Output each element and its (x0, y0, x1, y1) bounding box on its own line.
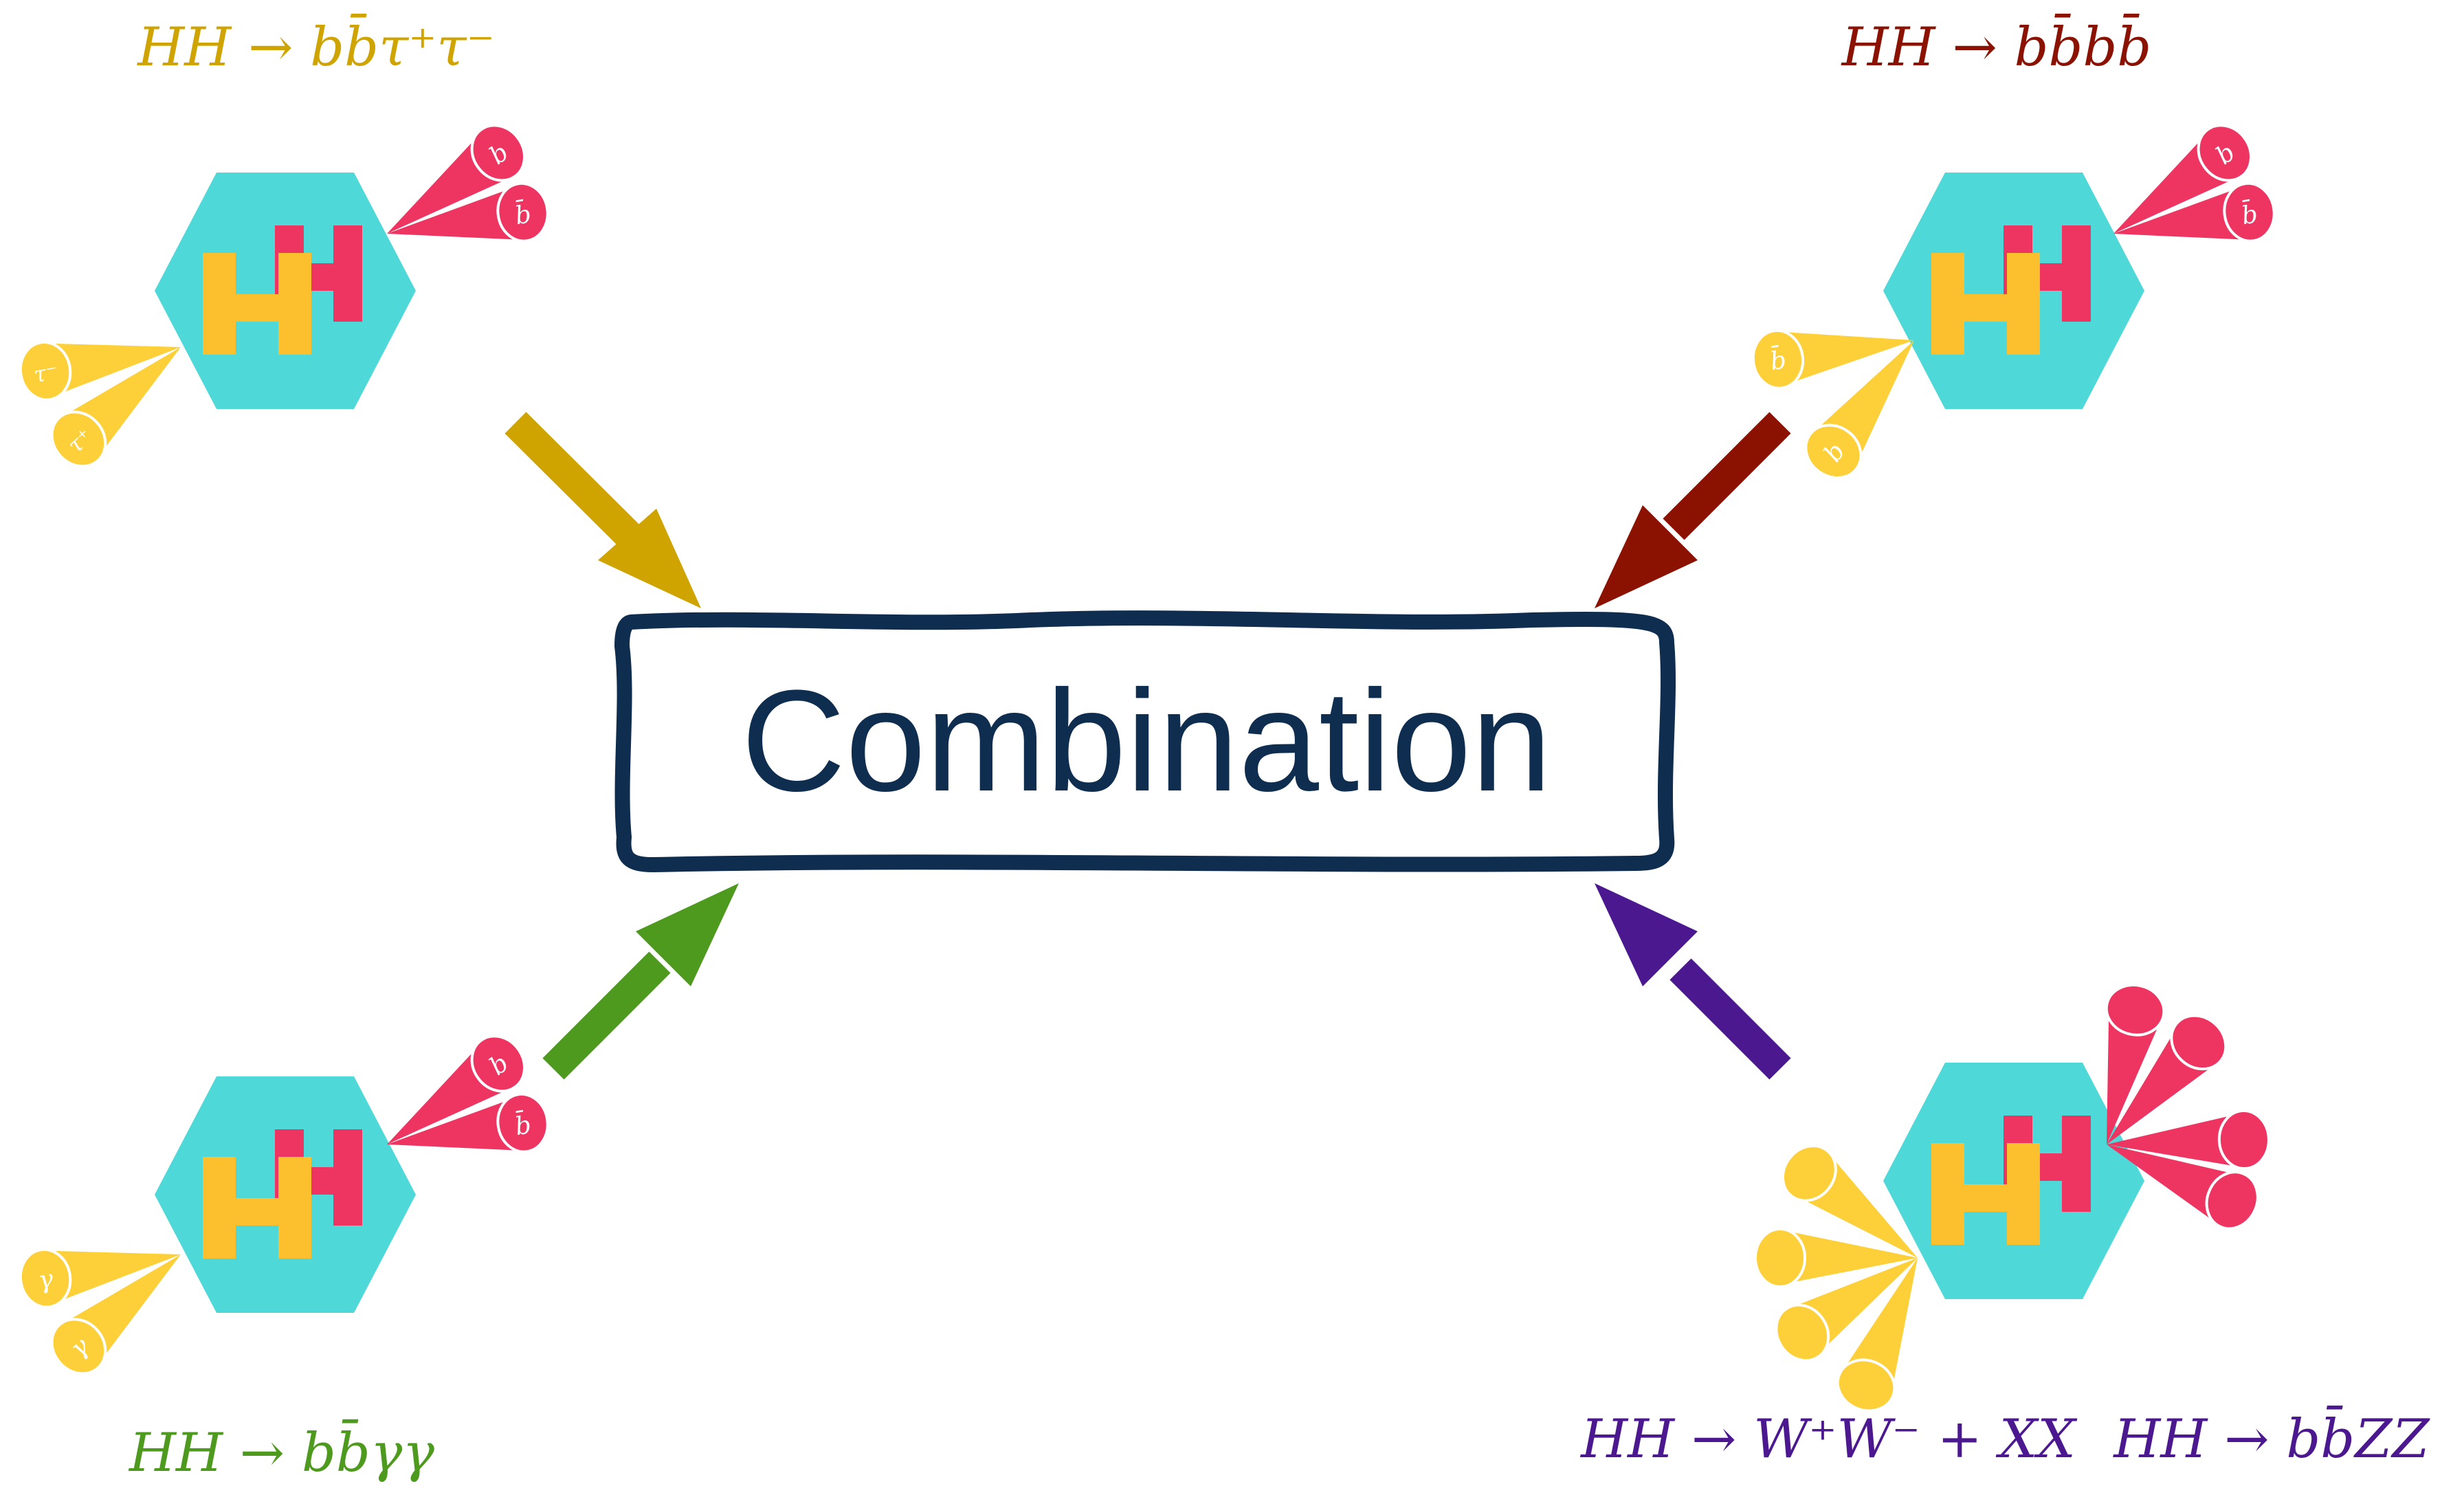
combination-label: Combination (742, 660, 1552, 821)
hh-hexagon-icon (1883, 1063, 2144, 1299)
b-cone-yellow: b (1795, 323, 1938, 488)
b-cone: b (370, 1026, 535, 1168)
hh-hexagon-icon (1883, 173, 2144, 409)
b-cone: b (2096, 115, 2261, 257)
hh-hexagon-icon (155, 173, 416, 409)
bbar-cone: b̄ (2107, 178, 2280, 264)
photon-cone: γ (14, 1224, 188, 1313)
channel-label-bbtautau: HH → bb̄τ⁺τ⁻ (136, 13, 495, 78)
arrow-multilepton (1595, 883, 1791, 1080)
bbar-cone: b̄ (381, 178, 553, 264)
bbar-cone: b̄ (381, 1089, 553, 1175)
arrow-bbbb (1595, 412, 1791, 608)
arrow-bbtautau (504, 412, 701, 608)
channel-label-ww: HH → W⁺W⁻ + XX (1579, 1408, 2078, 1470)
tau-plus-cone: τ⁺ (39, 324, 202, 479)
bbar-cone-yellow: b̄ (1748, 310, 1920, 393)
combination-box: Combination (614, 610, 1676, 872)
channel-bbbb: b b̄ b̄ b HH → bb̄bb̄ (1595, 13, 2280, 608)
tau-minus-cone: τ⁻ (14, 317, 188, 406)
arrow-bbgg (542, 883, 739, 1080)
channel-label-bbbb: HH → bb̄bb̄ (1841, 13, 2152, 78)
channel-label-zz: HH → bb̄ZZ (2112, 1405, 2430, 1470)
channel-label-bbgg: HH → bb̄γγ (128, 1419, 434, 1484)
channel-multilepton: HH → W⁺W⁻ + XX HH → bb̄ZZ (1579, 883, 2430, 1470)
photon-cone: γ (39, 1231, 202, 1386)
channel-bbgg: b b̄ γ γ HH → bb̄γγ (14, 883, 739, 1484)
tau-minus-label: τ⁻ (32, 358, 60, 388)
channel-bbtautau: b b̄ τ⁻ τ⁺ HH → bb̄τ⁺τ⁻ (14, 13, 701, 608)
hh-hexagon-icon (155, 1076, 416, 1313)
b-cone: b (370, 115, 535, 257)
